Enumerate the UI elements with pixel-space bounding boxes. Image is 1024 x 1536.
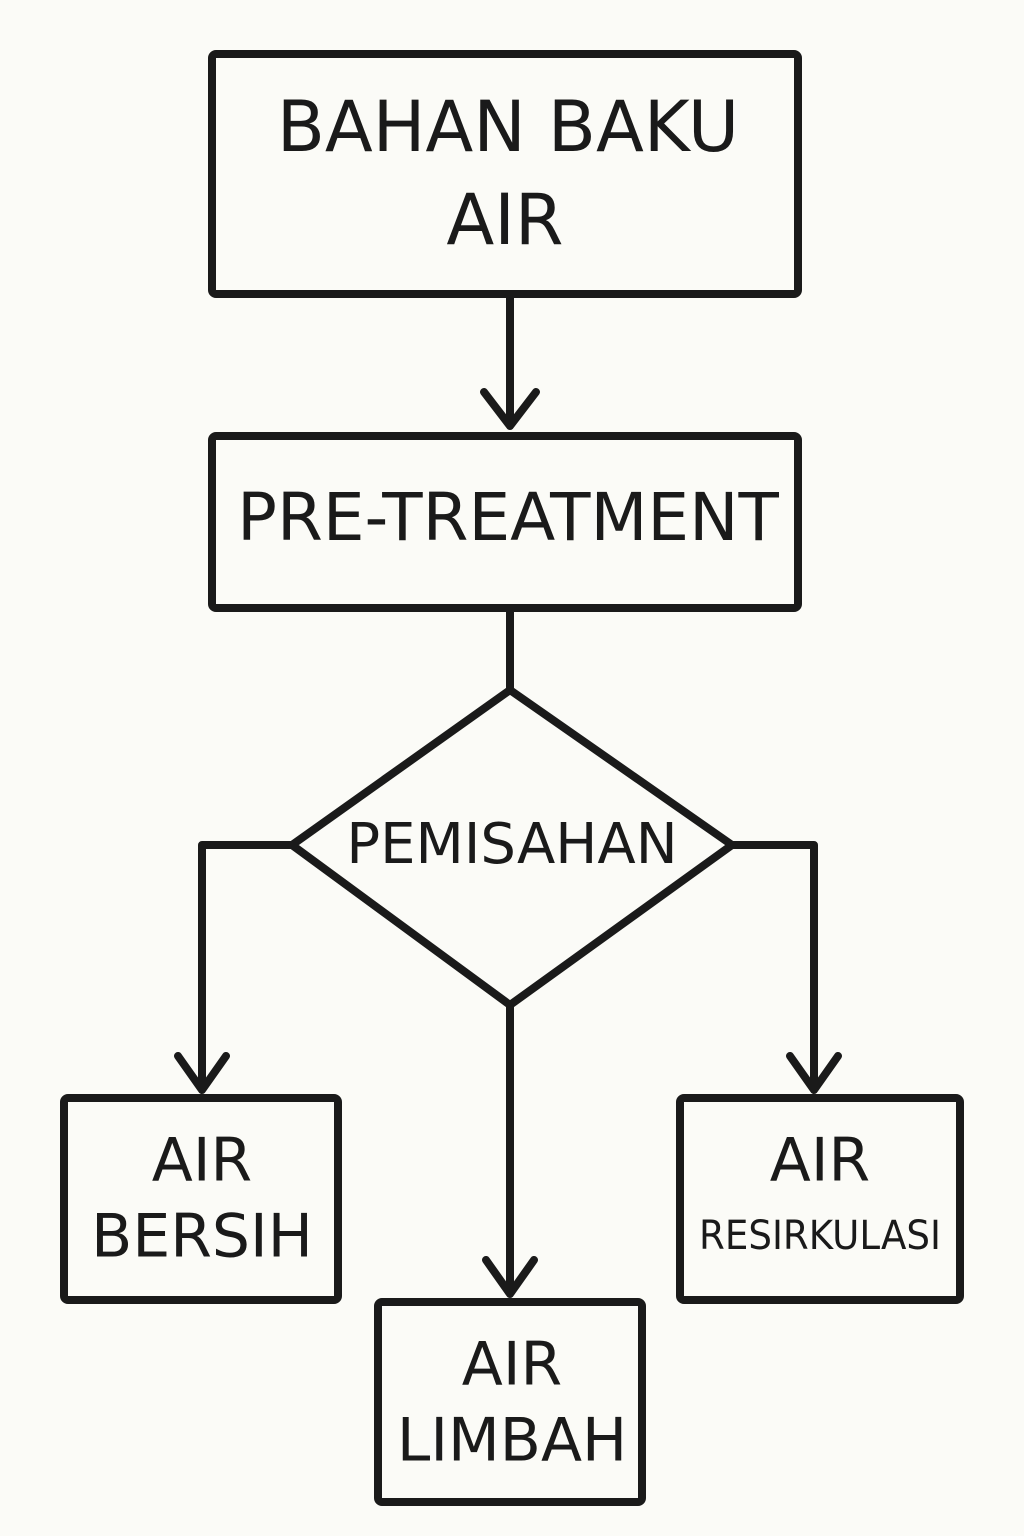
raw-water-label-line1: BAHAN BAKU (277, 86, 739, 168)
connectors (174, 292, 842, 1298)
node-raw-water: BAHAN BAKU AIR (208, 50, 802, 298)
recirculated-water-label-line1: AIR (770, 1126, 870, 1196)
waste-water-label-line1: AIR (462, 1330, 562, 1400)
node-clean-water: AIR BERSIH (60, 1094, 342, 1304)
arrow-separation-to-clean-water (174, 841, 296, 1094)
recirculated-water-label-line2: RESIRKULASI (699, 1213, 941, 1259)
node-pretreatment: PRE-TREATMENT (208, 432, 802, 612)
raw-water-label-line2: AIR (446, 179, 563, 261)
clean-water-label-line2: BERSIH (91, 1202, 313, 1272)
waste-water-label-line2: LIMBAH (397, 1406, 627, 1476)
node-separation-decision: PEMISAHAN (288, 686, 736, 1009)
arrow-separation-to-waste-water (482, 1001, 538, 1298)
arrow-raw-to-pretreatment (480, 292, 540, 430)
pretreatment-label: PRE-TREATMENT (237, 479, 779, 556)
separation-label: PEMISAHAN (346, 812, 677, 877)
node-recirculated-water: AIR RESIRKULASI (676, 1094, 964, 1304)
arrow-separation-to-recirculated-water (728, 841, 842, 1094)
clean-water-label-line1: AIR (152, 1126, 252, 1196)
node-waste-water: AIR LIMBAH (374, 1298, 646, 1506)
